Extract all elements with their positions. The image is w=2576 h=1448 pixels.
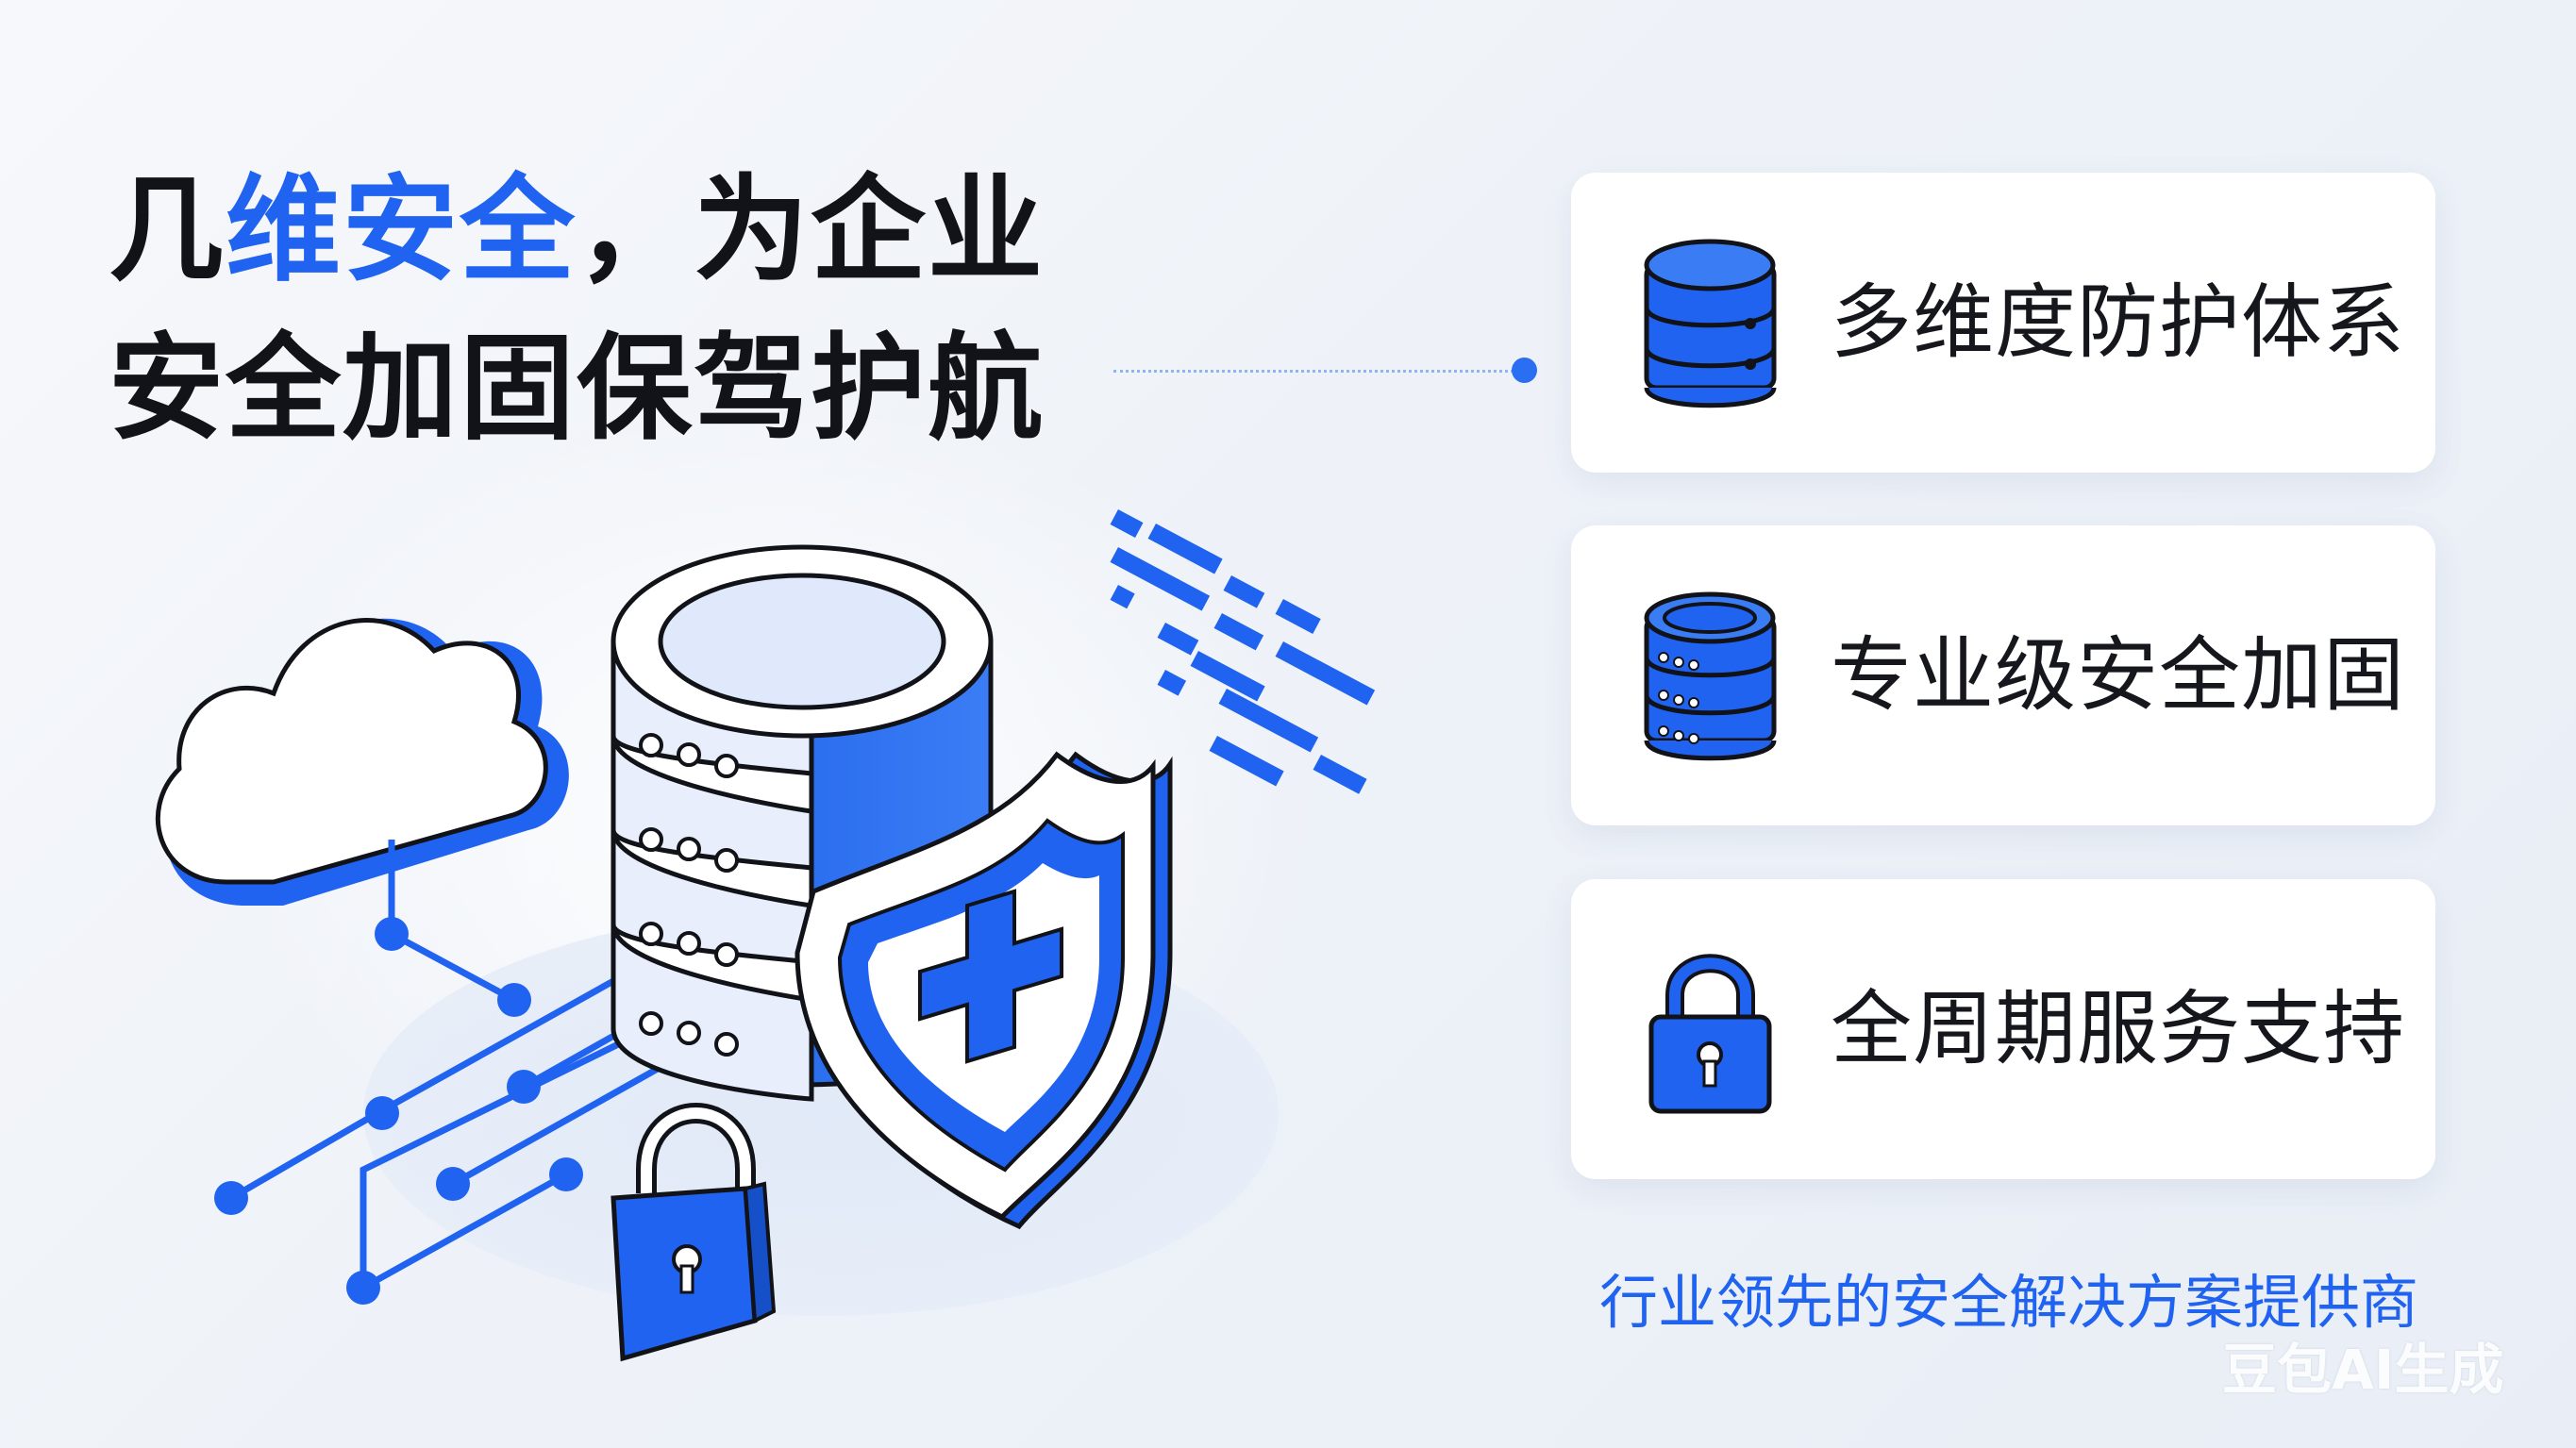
feature-label: 多维度防护体系 <box>1831 275 2405 370</box>
headline-line-2: 安全加固保驾护航 <box>109 322 1045 456</box>
shield-icon <box>795 751 1173 1230</box>
feature-card-hardening: 专业级安全加固 <box>1571 525 2435 825</box>
tagline: 行业领先的安全解决方案提供商 <box>1599 1268 2419 1337</box>
server-stack-icon <box>1644 591 1777 761</box>
lock-icon <box>611 1103 777 1362</box>
headline-line-1: 几维安全，为企业 <box>109 151 1045 309</box>
feature-card-protection: 多维度防护体系 <box>1571 173 2435 473</box>
data-blocks <box>1110 509 1376 794</box>
feature-label: 全周期服务支持 <box>1831 982 2405 1076</box>
connector-dot <box>1512 358 1537 383</box>
database-icon <box>1644 239 1777 408</box>
headline: 几维安全，为企业 安全加固保驾护航 <box>109 151 1045 468</box>
lock-icon <box>1648 954 1772 1114</box>
feature-label: 专业级安全加固 <box>1831 628 2405 723</box>
feature-card-support: 全周期服务支持 <box>1571 879 2435 1179</box>
connector-line <box>1113 370 1519 373</box>
headline-suffix: ，为企业 <box>577 163 1045 297</box>
circuit-nodes <box>214 917 583 1305</box>
cloud-icon <box>155 618 569 906</box>
headline-prefix: 几 <box>109 163 226 297</box>
ai-watermark: 豆包AI生成 <box>2222 1338 2504 1402</box>
headline-highlight: 维安全 <box>226 163 577 297</box>
